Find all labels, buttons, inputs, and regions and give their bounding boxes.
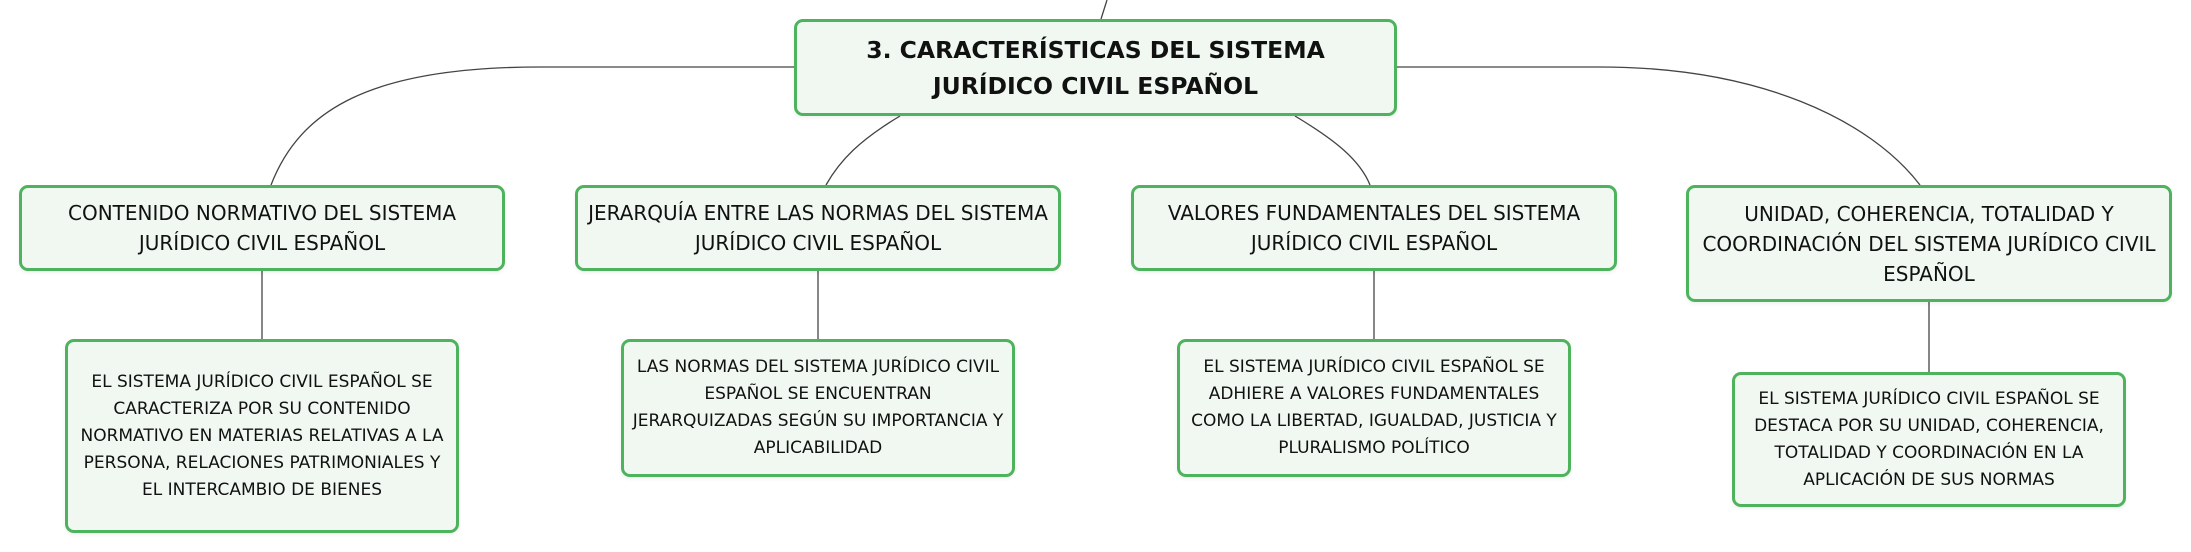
root-topic-label: 3. CARACTERÍSTICAS DEL SISTEMA JURÍDICO … <box>866 35 1325 100</box>
branch-label: VALORES FUNDAMENTALES DEL SISTEMA JURÍDI… <box>1167 201 1581 255</box>
branch-label: UNIDAD, COHERENCIA, TOTALIDAD Y COORDINA… <box>1702 201 2156 286</box>
incoming-connector <box>1100 0 1108 20</box>
detail-text: EL SISTEMA JURÍDICO CIVIL ESPAÑOL SE ADH… <box>1191 357 1557 458</box>
connector-root-branch-4 <box>1397 66 1921 186</box>
detail-text: EL SISTEMA JURÍDICO CIVIL ESPAÑOL SE CAR… <box>80 371 444 500</box>
connector-root-branch-1 <box>270 66 794 186</box>
branch-label: CONTENIDO NORMATIVO DEL SISTEMA JURÍDICO… <box>67 201 457 255</box>
branch-label: JERARQUÍA ENTRE LAS NORMAS DEL SISTEMA J… <box>588 201 1048 255</box>
branch-node-valores-fundamentales[interactable]: VALORES FUNDAMENTALES DEL SISTEMA JURÍDI… <box>1131 185 1617 271</box>
detail-node-unidad-coherencia[interactable]: EL SISTEMA JURÍDICO CIVIL ESPAÑOL SE DES… <box>1732 372 2126 507</box>
detail-node-contenido-normativo[interactable]: EL SISTEMA JURÍDICO CIVIL ESPAÑOL SE CAR… <box>65 339 459 533</box>
connector-root-branch-3 <box>1294 115 1371 186</box>
connector-root-branch-2 <box>825 115 901 186</box>
branch-node-unidad-coherencia[interactable]: UNIDAD, COHERENCIA, TOTALIDAD Y COORDINA… <box>1686 185 2172 302</box>
branch-node-contenido-normativo[interactable]: CONTENIDO NORMATIVO DEL SISTEMA JURÍDICO… <box>19 185 505 271</box>
branch-node-jerarquia[interactable]: JERARQUÍA ENTRE LAS NORMAS DEL SISTEMA J… <box>575 185 1061 271</box>
detail-node-valores-fundamentales[interactable]: EL SISTEMA JURÍDICO CIVIL ESPAÑOL SE ADH… <box>1177 339 1571 477</box>
detail-node-jerarquia[interactable]: LAS NORMAS DEL SISTEMA JURÍDICO CIVIL ES… <box>621 339 1015 477</box>
detail-text: LAS NORMAS DEL SISTEMA JURÍDICO CIVIL ES… <box>632 357 1004 458</box>
detail-text: EL SISTEMA JURÍDICO CIVIL ESPAÑOL SE DES… <box>1754 388 2104 490</box>
root-topic-node[interactable]: 3. CARACTERÍSTICAS DEL SISTEMA JURÍDICO … <box>794 19 1397 116</box>
